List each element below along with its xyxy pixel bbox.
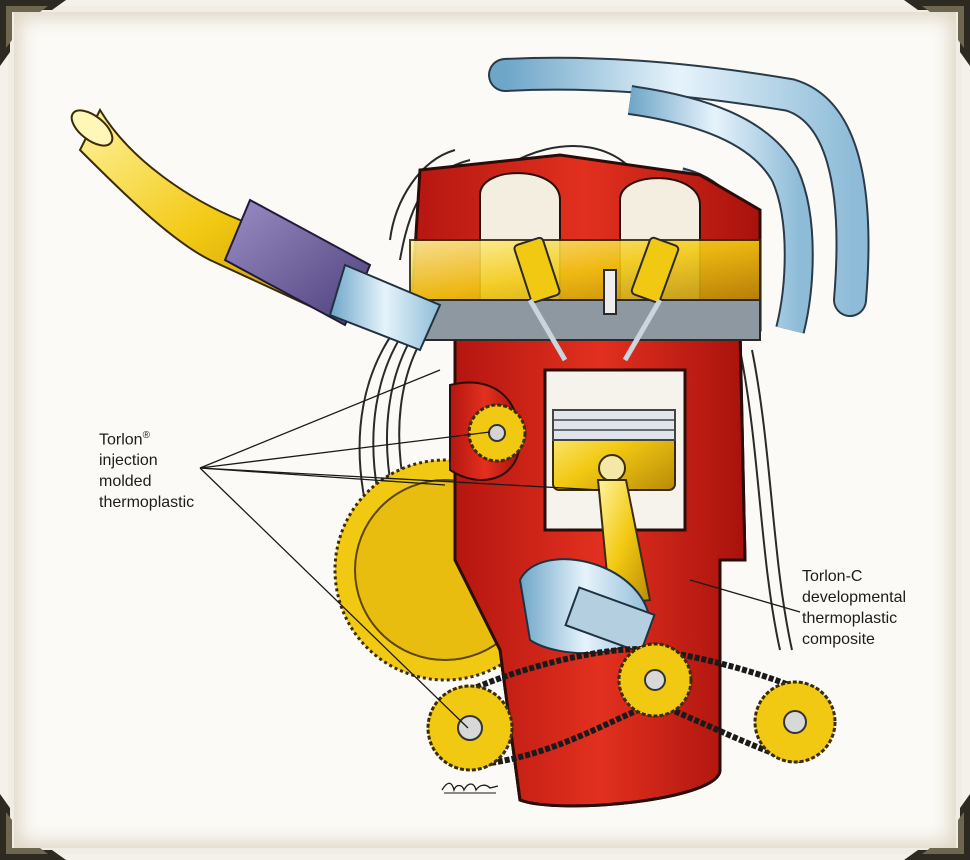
cylinder-head [408, 153, 762, 341]
artist-signature [441, 782, 499, 794]
label-left-line3: molded [99, 473, 152, 491]
label-torlon-injection-molded: Torlon® injection molded thermoplastic [99, 425, 194, 513]
label-right-line4: composite [802, 631, 875, 648]
corner-bracket-top-right [904, 0, 970, 66]
corner-bracket-bottom-right [904, 794, 970, 860]
crankshaft [518, 558, 656, 655]
corner-bracket-bottom-left [0, 794, 66, 860]
leader-line-right [689, 579, 801, 613]
cam-drum [449, 381, 527, 481]
label-right-line1: Torlon-C [802, 568, 863, 585]
piston [552, 409, 676, 491]
label-right-line3: thermoplastic [802, 610, 898, 627]
label-left-line2: injection [99, 452, 158, 470]
valve-springs [513, 236, 680, 362]
registered-mark: ® [142, 430, 150, 441]
label-left-line1: Torlon [99, 431, 143, 449]
label-left-line4: thermoplastic [99, 494, 195, 512]
pulley-left [426, 684, 514, 772]
pulley-right [753, 680, 837, 764]
corner-bracket-top-left [0, 0, 66, 66]
label-torlon-c-composite: Torlon-C developmental thermoplastic com… [802, 566, 906, 650]
label-right-line2: developmental [802, 589, 907, 606]
intake-runner [70, 107, 442, 352]
pulley-center [617, 642, 693, 718]
leader-lines-left [199, 369, 601, 729]
